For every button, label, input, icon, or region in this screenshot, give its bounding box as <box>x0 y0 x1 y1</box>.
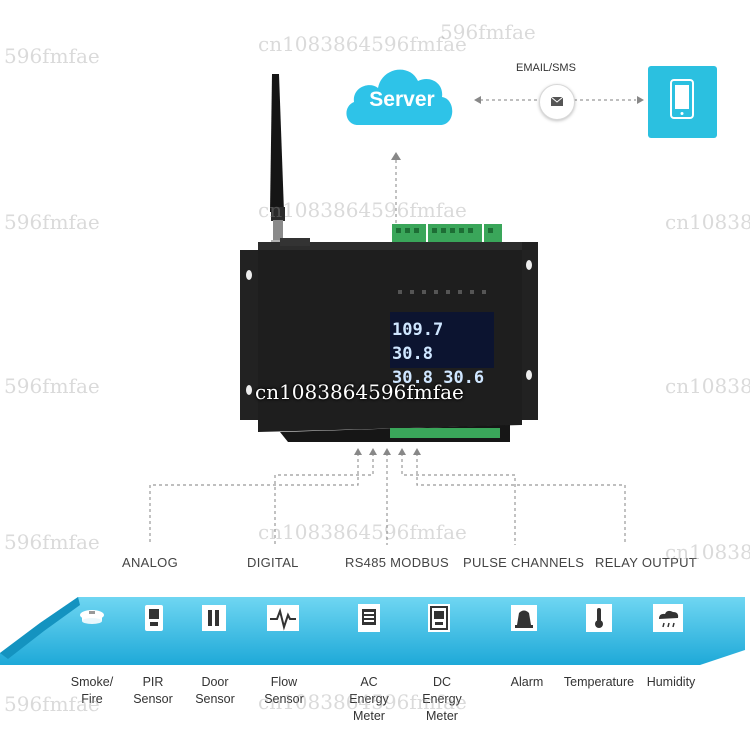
watermark: 596fmfae <box>4 210 100 234</box>
connector-arrows <box>149 448 626 545</box>
watermark: cn1083864596fmfae <box>258 32 467 56</box>
email-sms-link <box>474 96 644 104</box>
watermark: cn1083864596fmfae <box>255 380 464 404</box>
device-display: 109.7 30.8 30.8 30.6 <box>392 318 492 390</box>
smartphone-icon <box>670 79 694 119</box>
flow-sensor-icon <box>266 603 300 633</box>
display-value-2: 30.8 <box>392 344 433 364</box>
mobile-phone-tile <box>648 66 717 138</box>
ac-energy-meter-icon <box>355 603 383 633</box>
watermark: cn1083864596fmfae <box>258 198 467 222</box>
sensor-label-temperature: Temperature <box>563 675 635 689</box>
temperature-icon <box>585 603 613 633</box>
humidity-icon <box>652 603 684 633</box>
device-body <box>240 224 538 442</box>
watermark: 596fmfae <box>4 44 100 68</box>
display-value-4: 30.6 <box>443 368 485 388</box>
sensor-label-smoke: Smoke/Fire <box>70 675 114 706</box>
watermark: 596fmfae <box>440 20 536 44</box>
sensor-label-alarm: Alarm <box>510 675 544 689</box>
watermark: 596fmfae <box>4 692 100 716</box>
watermark: 596fmfae <box>4 530 100 554</box>
door-sensor-icon <box>200 603 228 633</box>
display-value-1: 109.7 <box>392 320 444 340</box>
email-sms-label: EMAIL/SMS <box>516 62 576 74</box>
watermark: cn10838 <box>665 210 750 234</box>
watermark: cn10838 <box>665 374 750 398</box>
connector-analog: ANALOG <box>122 555 178 570</box>
dc-energy-meter-icon <box>425 603 453 633</box>
watermark: 596fmfae <box>4 374 100 398</box>
alarm-icon <box>510 603 538 633</box>
connector-rs485: RS485 MODBUS <box>345 555 450 570</box>
pir-sensor-icon <box>140 603 168 633</box>
watermark: cn10838 <box>665 540 750 564</box>
connector-digital: DIGITAL <box>247 555 299 570</box>
smoke-fire-detector-icon <box>78 603 106 633</box>
display-value-3: 30.8 <box>392 368 433 388</box>
server-label: Server <box>369 88 435 111</box>
envelope-icon <box>539 84 575 120</box>
connector-pulse: PULSE CHANNELS <box>463 555 585 570</box>
terminal-blocks <box>392 224 502 244</box>
connector-relay: RELAY OUTPUT <box>595 555 698 570</box>
sensor-label-humidity: Humidity <box>646 675 696 689</box>
server-cloud-icon <box>346 69 453 125</box>
device-to-server-arrow <box>391 152 401 228</box>
watermark: cn1083864596fmfae <box>258 690 467 714</box>
watermark: cn1083864596fmfae <box>258 520 467 544</box>
